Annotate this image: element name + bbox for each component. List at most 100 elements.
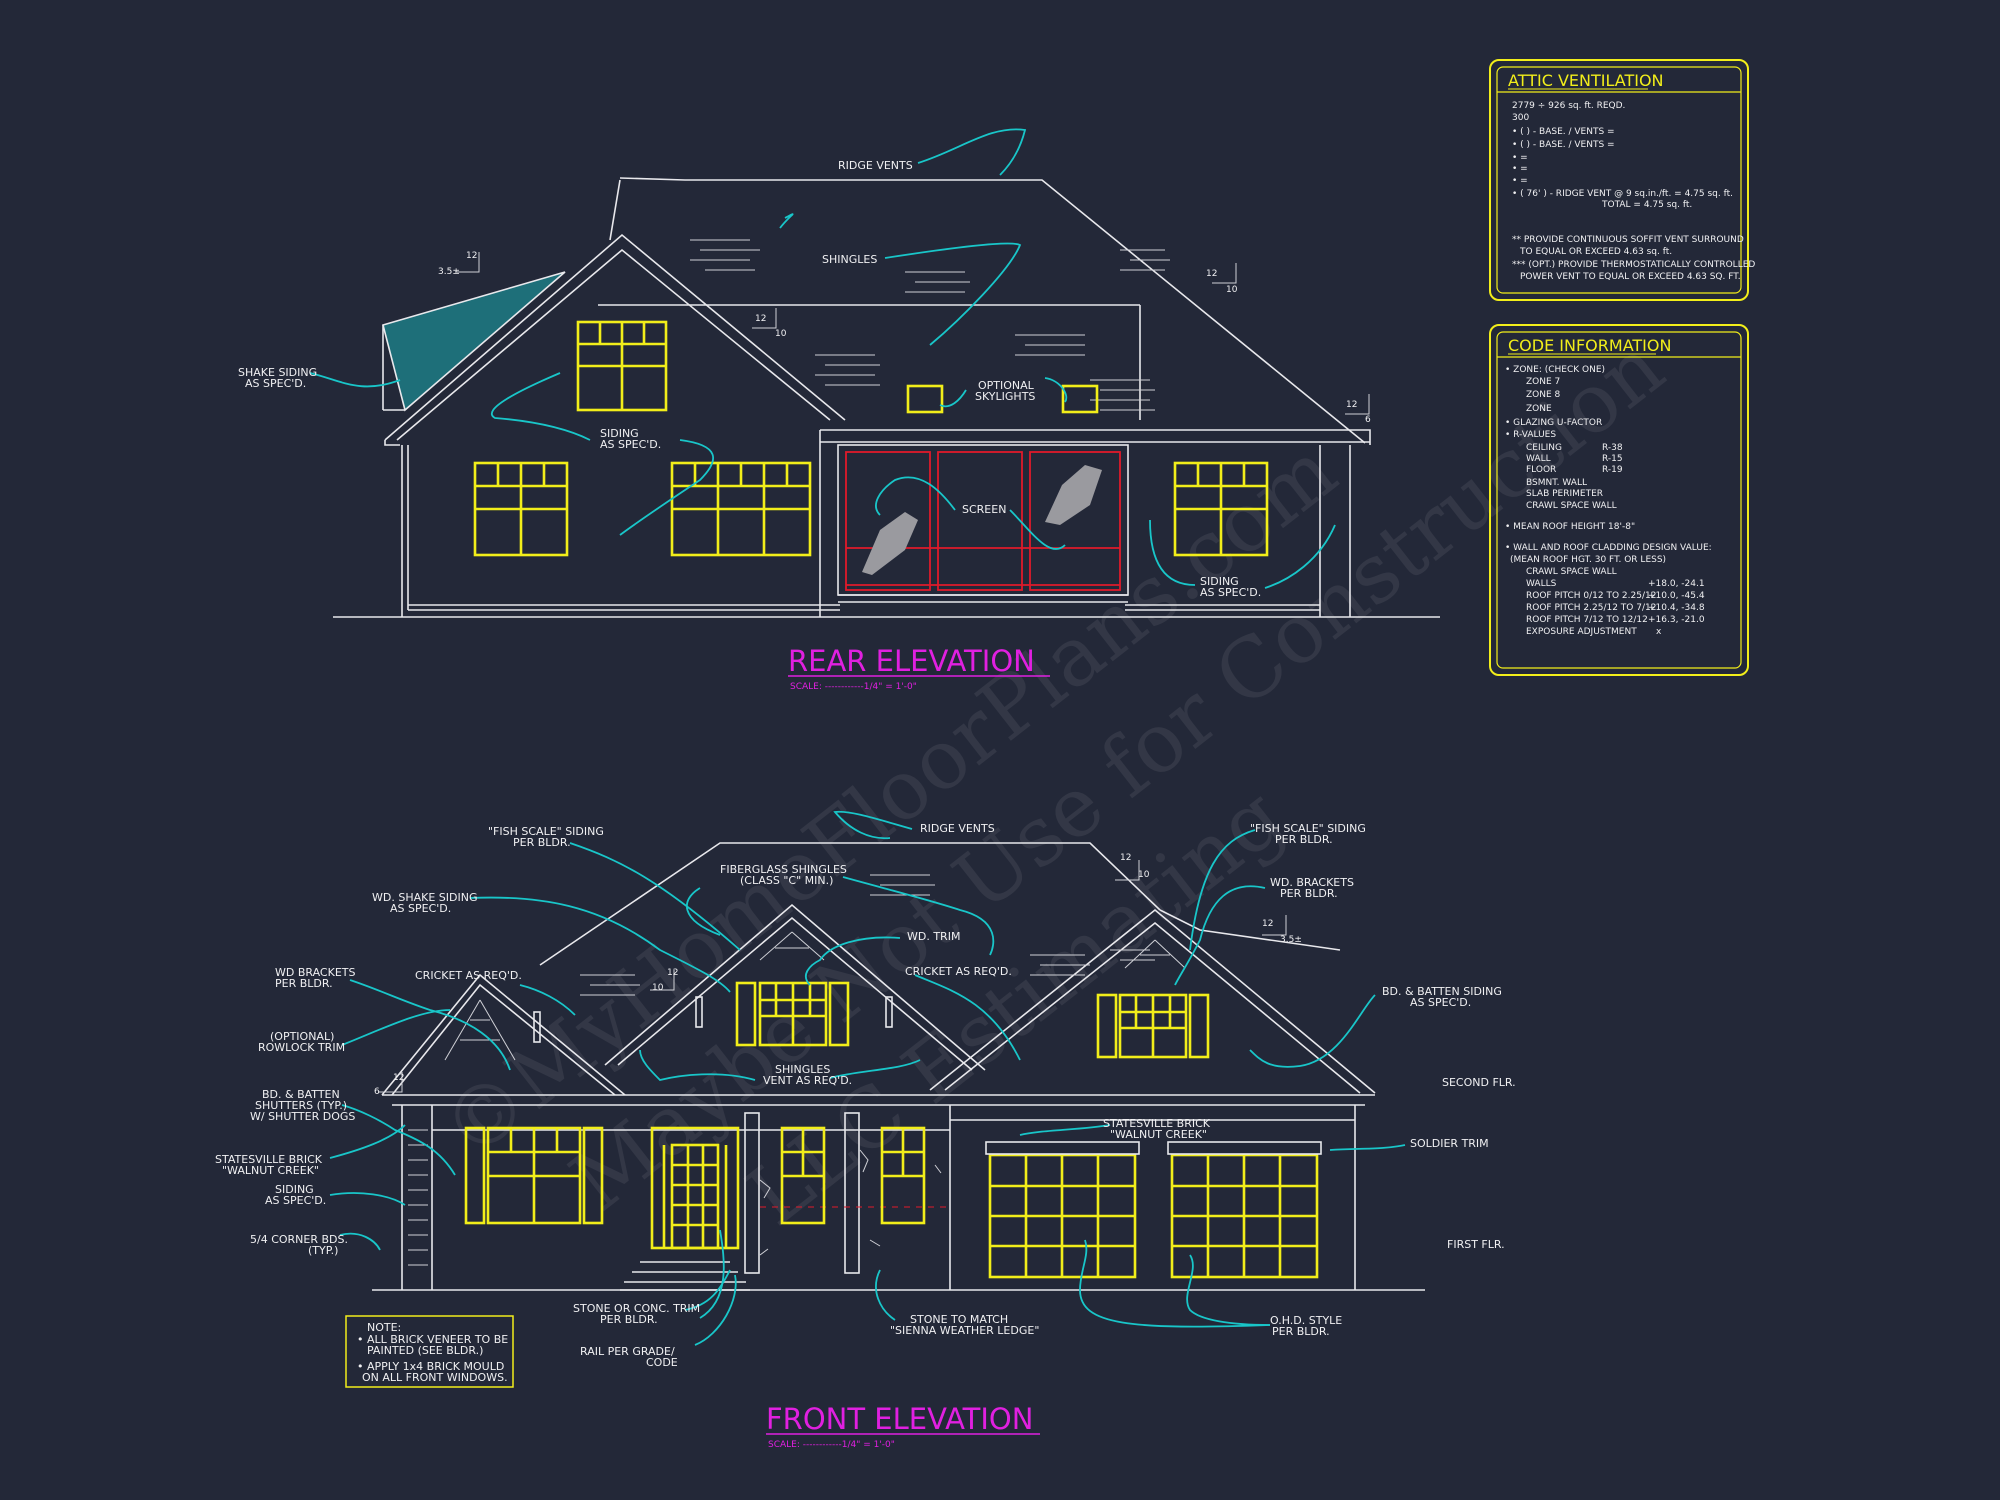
- front-label-fish-l-2: PER BLDR.: [513, 836, 571, 849]
- rear-pitch-marks: 12 3.5± 12 10 12 10 12 6: [438, 251, 1371, 425]
- code-roof-pitch-1: ROOF PITCH 0/12 TO 2.25/12: [1526, 591, 1656, 601]
- rear-label-siding-r-2: AS SPEC'D.: [1200, 586, 1261, 599]
- rear-label-shake-1: SHAKE SIDING: [238, 366, 317, 379]
- code-zone-blank: ZONE: [1526, 404, 1552, 414]
- front-leaders: [329, 810, 1406, 1346]
- rear-label-shingles: SHINGLES: [822, 253, 877, 266]
- code-wind-1: • WALL AND ROOF CLADDING DESIGN VALUE:: [1505, 543, 1712, 553]
- front-windows: [464, 981, 1322, 1279]
- code-roof-pitch-3: ROOF PITCH 7/12 TO 12/12: [1526, 615, 1648, 625]
- front-label-brackets-l-1: WD BRACKETS: [275, 966, 355, 979]
- code-roof-pitch-2: ROOF PITCH 2.25/12 TO 7/12: [1526, 603, 1656, 613]
- attic-line-5: • =: [1512, 153, 1528, 163]
- code-exposure-value: x: [1656, 627, 1662, 637]
- pitch-run: 10: [775, 329, 787, 339]
- front-label-rail-1: RAIL PER GRADE/: [580, 1345, 675, 1358]
- code-floor: FLOOR: [1526, 465, 1556, 475]
- code-ceiling-value: R-38: [1602, 443, 1623, 453]
- stone-pattern: [759, 1149, 942, 1256]
- front-label-batten-l-3: W/ SHUTTER DOGS: [250, 1110, 355, 1123]
- front-label-fiber-2: (CLASS "C" MIN.): [740, 874, 833, 887]
- pitch-rise: 12: [1120, 853, 1131, 863]
- front-label-shake-1: WD. SHAKE SIDING: [372, 891, 477, 904]
- front-label-stone-trim-1: STONE OR CONC. TRIM: [573, 1302, 700, 1315]
- code-walls-value: +18.0, -24.1: [1648, 579, 1705, 589]
- front-label-second-flr: SECOND FLR.: [1442, 1076, 1516, 1089]
- code-exposure: EXPOSURE ADJUSTMENT: [1526, 627, 1637, 637]
- front-label-brackets-r-2: PER BLDR.: [1280, 887, 1338, 900]
- rear-label-skylights-1: OPTIONAL: [978, 379, 1035, 392]
- brick-pattern: [690, 239, 1170, 411]
- attic-line-7: • =: [1512, 176, 1528, 186]
- rear-label-siding-r-1: SIDING: [1200, 575, 1239, 588]
- note-line-1: • ALL BRICK VENEER TO BE: [357, 1333, 508, 1346]
- code-roof-pitch-2-value: +10.4, -34.8: [1648, 603, 1705, 613]
- attic-line-11: TO EQUAL OR EXCEED 4.63 sq. ft.: [1519, 247, 1672, 257]
- code-glazing: • GLAZING U-FACTOR: [1505, 418, 1602, 428]
- front-pitch-marks: 12 10 12 3.5± 12 6 12 10: [374, 853, 1302, 1097]
- rear-label-siding-2: AS SPEC'D.: [600, 438, 661, 451]
- attic-line-6: • =: [1512, 164, 1528, 174]
- pitch-rise: 12: [393, 1073, 404, 1083]
- front-label-fish-l-1: "FISH SCALE" SIDING: [488, 825, 604, 838]
- attic-line-2: 300: [1512, 113, 1529, 123]
- pitch-rise: 12: [1346, 400, 1357, 410]
- code-information-box: CODE INFORMATION • ZONE: (CHECK ONE) ZON…: [1489, 324, 1749, 676]
- front-label-cricket-l: CRICKET AS REQ'D.: [415, 969, 522, 982]
- front-label-soldier: SOLDIER TRIM: [1410, 1137, 1489, 1150]
- attic-line-1: 2779 ÷ 926 sq. ft. REQD.: [1512, 101, 1625, 111]
- front-label-brick-c-2: "WALNUT CREEK": [1110, 1128, 1207, 1141]
- note-line-4: ON ALL FRONT WINDOWS.: [362, 1371, 508, 1384]
- pitch-rise: 12: [1262, 919, 1273, 929]
- attic-title: ATTIC VENTILATION: [1508, 71, 1664, 90]
- code-roof-pitch-1-value: +10.0, -45.4: [1648, 591, 1705, 601]
- front-label-ohd-1: O.H.D. STYLE: [1270, 1314, 1342, 1327]
- front-label-brackets-l-2: PER BLDR.: [275, 977, 333, 990]
- code-floor-value: R-19: [1602, 465, 1623, 475]
- pitch-run: 10: [652, 983, 664, 993]
- code-wind-2: (MEAN ROOF HGT. 30 FT. OR LESS): [1510, 555, 1666, 565]
- front-label-batten-r-1: BD. & BATTEN SIDING: [1382, 985, 1502, 998]
- pitch-run: 3.5±: [438, 267, 460, 277]
- code-zone: • ZONE: (CHECK ONE): [1505, 365, 1605, 375]
- front-label-wd-trim: WD. TRIM: [907, 930, 960, 943]
- attic-line-8: • ( 76' ) - RIDGE VENT @ 9 sq.in./ft. = …: [1512, 189, 1733, 199]
- code-slab: SLAB PERIMETER: [1526, 489, 1603, 499]
- front-label-ohd-2: PER BLDR.: [1272, 1325, 1330, 1338]
- code-walls: WALLS: [1526, 579, 1557, 589]
- front-label-stone-match-2: "SIENNA WEATHER LEDGE": [890, 1324, 1039, 1337]
- front-label-fish-r-1: "FISH SCALE" SIDING: [1250, 822, 1366, 835]
- code-rvalues: • R-VALUES: [1505, 430, 1556, 440]
- attic-ventilation-box: ATTIC VENTILATION 2779 ÷ 926 sq. ft. REQ…: [1489, 59, 1755, 301]
- front-label-siding-2: AS SPEC'D.: [265, 1194, 326, 1207]
- watermark-line-2: Maybe Not Use for Construction: [554, 320, 1681, 1230]
- front-note-box: NOTE: • ALL BRICK VENEER TO BE PAINTED (…: [345, 1315, 514, 1388]
- rear-elevation-scale: SCALE: ------------1/4" = 1'-0": [790, 682, 917, 692]
- front-label-brick-l-1: STATESVILLE BRICK: [215, 1153, 323, 1166]
- front-elevation: RIDGE VENTS "FISH SCALE" SIDING PER BLDR…: [215, 810, 1516, 1450]
- pitch-run: 10: [1226, 285, 1238, 295]
- front-label-shingles-vent-2: VENT AS REQ'D.: [763, 1074, 852, 1087]
- front-label-batten-r-2: AS SPEC'D.: [1410, 996, 1471, 1009]
- pitch-rise: 12: [667, 968, 678, 978]
- front-label-shingles-vent-1: SHINGLES: [775, 1063, 830, 1076]
- front-label-shake-2: AS SPEC'D.: [390, 902, 451, 915]
- front-label-brackets-r-1: WD. BRACKETS: [1270, 876, 1354, 889]
- front-label-brick-c-1: STATESVILLE BRICK: [1103, 1117, 1211, 1130]
- attic-line-3: • ( ) - BASE. / VENTS =: [1512, 127, 1615, 137]
- rear-label-skylights-2: SKYLIGHTS: [975, 390, 1035, 403]
- rear-label-screen: SCREEN: [962, 503, 1006, 516]
- code-wall-value: R-15: [1602, 454, 1623, 464]
- front-label-siding-1: SIDING: [275, 1183, 314, 1196]
- front-label-rail-2: CODE: [646, 1356, 678, 1369]
- code-bsmt: BSMNT. WALL: [1526, 478, 1587, 488]
- front-elevation-title: FRONT ELEVATION: [766, 1402, 1033, 1436]
- note-title: NOTE:: [367, 1321, 401, 1334]
- front-label-stone-match-1: STONE TO MATCH: [910, 1313, 1008, 1326]
- attic-line-9: TOTAL = 4.75 sq. ft.: [1601, 200, 1692, 210]
- front-label-rowlock-1: (OPTIONAL): [270, 1030, 334, 1043]
- rear-elevation: RIDGE VENTS SHINGLES SHAKE SIDING AS SPE…: [238, 128, 1440, 692]
- attic-line-4: • ( ) - BASE. / VENTS =: [1512, 140, 1615, 150]
- note-line-2: PAINTED (SEE BLDR.): [367, 1344, 483, 1357]
